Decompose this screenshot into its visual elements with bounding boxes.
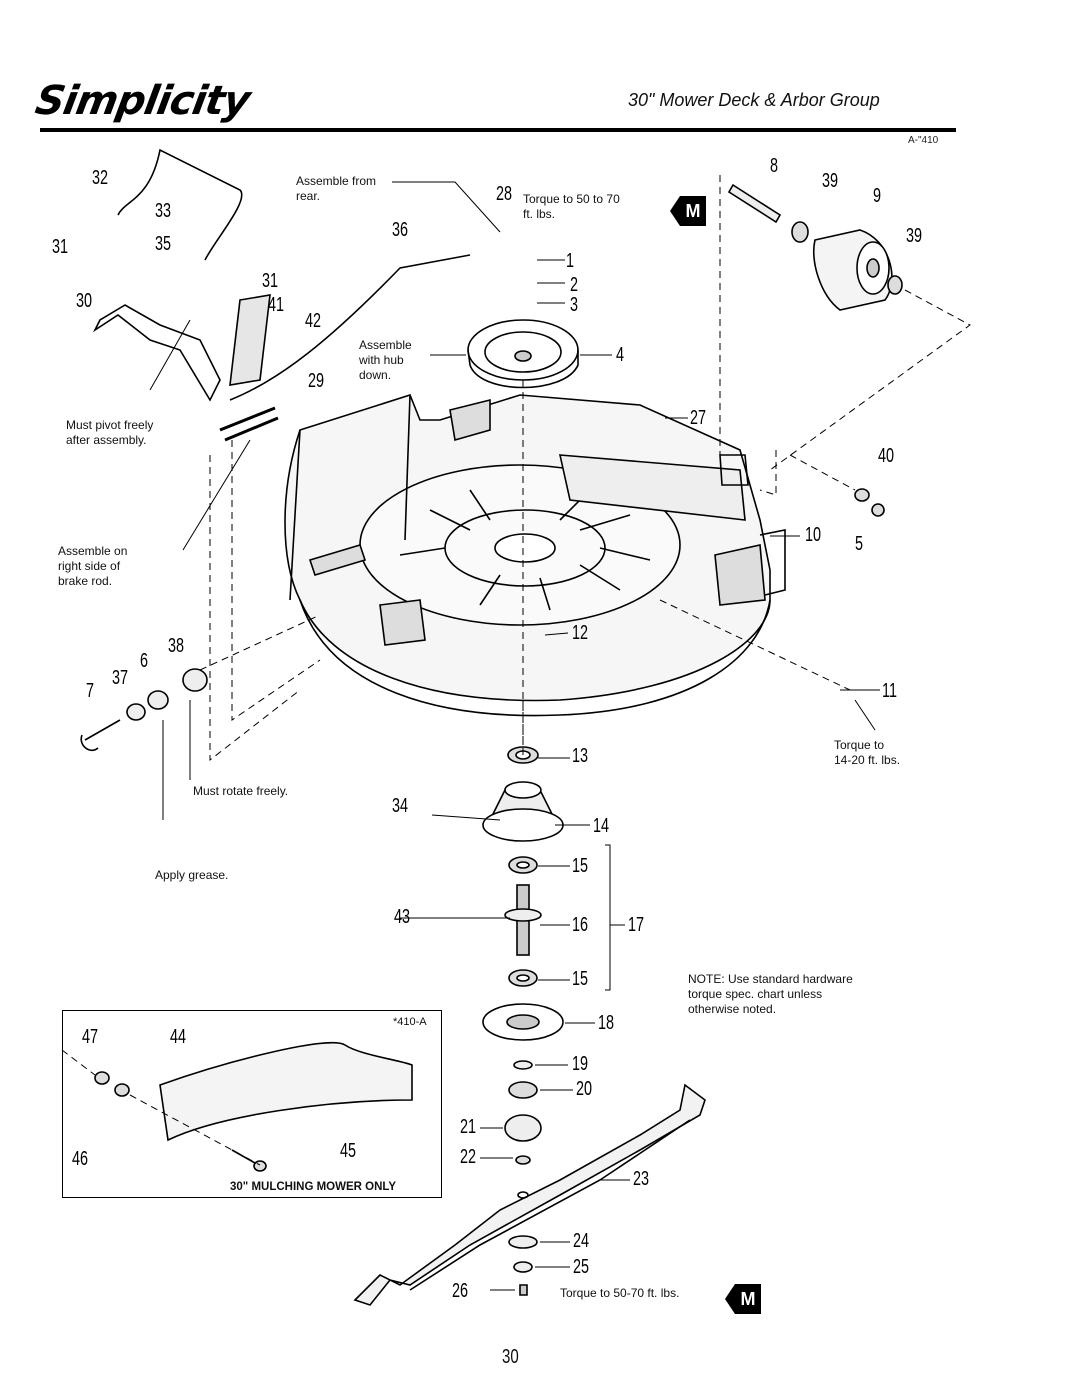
callout-15-second: 15 [572, 968, 589, 990]
callout-42: 42 [305, 310, 322, 332]
callout-45: 45 [340, 1140, 357, 1162]
callout-15: 15 [572, 855, 589, 877]
callout-14: 14 [593, 815, 610, 837]
callout-5: 5 [855, 533, 864, 555]
mower-deck-drawing [284, 394, 786, 717]
gauge-wheel-drawing [727, 183, 903, 517]
callout-31-second: 31 [262, 270, 279, 292]
header-rule [40, 128, 956, 132]
m-badge-bottom: M [725, 1284, 761, 1314]
callout-44: 44 [170, 1026, 187, 1048]
note-must-pivot: Must pivot freely after assembly. [66, 418, 154, 447]
callout-25: 25 [573, 1256, 590, 1278]
callout-37: 37 [112, 667, 129, 689]
callout-29: 29 [308, 370, 325, 392]
pulley-drawing [467, 319, 579, 389]
callout-13: 13 [572, 745, 589, 767]
note-assemble-right-side: Assemble on right side of brake rod. [58, 544, 128, 588]
callout-12: 12 [572, 622, 589, 644]
leader-lines [149, 181, 880, 1291]
callout-38: 38 [168, 635, 185, 657]
callout-1: 1 [566, 250, 575, 272]
note-torque-14-20: Torque to 14-20 ft. lbs. [834, 738, 901, 767]
callout-27: 27 [690, 407, 707, 429]
linkage-drawing [80, 148, 471, 752]
callout-24: 24 [573, 1230, 590, 1252]
mulching-baffle-drawing [94, 1041, 413, 1172]
callout-40: 40 [878, 445, 895, 467]
callout-9: 9 [873, 185, 882, 207]
callout-32: 32 [92, 167, 109, 189]
callout-6: 6 [140, 650, 149, 672]
note-torque-blade: Torque to 50-70 ft. lbs. [560, 1286, 680, 1300]
callout-36: 36 [392, 219, 409, 241]
m-badge-top: M [670, 196, 706, 226]
callout-20: 20 [576, 1078, 593, 1100]
spindle-assembly-drawing [482, 746, 564, 1296]
callout-10: 10 [805, 524, 822, 546]
page-title: 30" Mower Deck & Arbor Group [628, 90, 880, 110]
note-torque-50-70: Torque to 50 to 70 ft. lbs. [523, 192, 620, 221]
callout-7: 7 [86, 680, 95, 702]
callout-30: 30 [76, 290, 93, 312]
callout-23: 23 [633, 1168, 650, 1190]
inset-code: *410-A [393, 1016, 427, 1028]
note-assemble-from-rear: Assemble from rear. [296, 174, 377, 203]
callout-31: 31 [52, 236, 69, 258]
mulching-inset-box [62, 1010, 442, 1198]
callout-4: 4 [616, 344, 625, 366]
callout-2: 2 [570, 274, 579, 296]
callout-22: 22 [460, 1146, 477, 1168]
callout-33: 33 [155, 200, 172, 222]
dashed-guide-lines [61, 175, 971, 1166]
callout-11: 11 [882, 680, 897, 702]
callout-43: 43 [394, 906, 411, 928]
callout-16: 16 [572, 914, 589, 936]
callout-3: 3 [570, 294, 579, 316]
callout-17: 17 [628, 914, 645, 936]
callout-34: 34 [392, 795, 409, 817]
reference-code: A-"410 [908, 135, 939, 146]
callout-46: 46 [72, 1148, 89, 1170]
callout-35: 35 [155, 233, 172, 255]
callout-47: 47 [82, 1026, 99, 1048]
callout-39: 39 [822, 170, 839, 192]
callout-39-second: 39 [906, 225, 923, 247]
callout-41: 41 [268, 294, 285, 316]
inset-label: 30" MULCHING MOWER ONLY [230, 1181, 397, 1193]
note-standard-hardware: NOTE: Use standard hardware torque spec.… [688, 972, 853, 1016]
note-apply-grease: Apply grease. [155, 868, 229, 882]
callout-18: 18 [598, 1012, 615, 1034]
callout-26: 26 [452, 1280, 469, 1302]
callout-19: 19 [572, 1053, 589, 1075]
note-must-rotate: Must rotate freely. [193, 784, 289, 798]
callout-8: 8 [770, 155, 779, 177]
blade-drawing [353, 1083, 706, 1306]
callout-21: 21 [460, 1116, 477, 1138]
callout-28: 28 [496, 183, 513, 205]
note-assemble-hub-down: Assemble with hub down. [359, 338, 412, 382]
page-number: 30 [502, 1346, 519, 1368]
